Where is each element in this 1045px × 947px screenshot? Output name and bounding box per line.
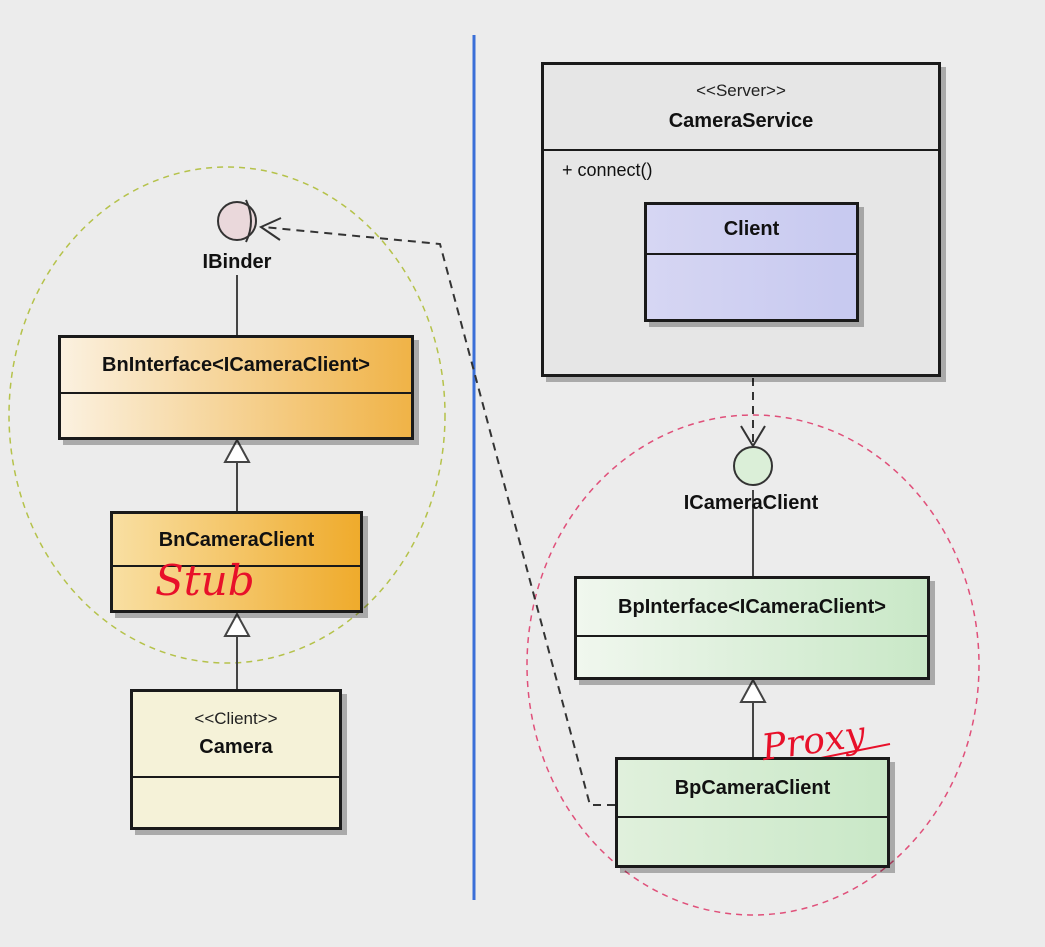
ibinder-socket-icon [245,199,252,243]
class-name: BpCameraClient [674,777,831,799]
class-bncameraclient[interactable]: BnCameraClient [110,511,363,613]
class-header: BpInterface<ICameraClient> [577,579,927,637]
ibinder-label: IBinder [202,251,272,273]
class-cameraservice[interactable]: <<Server>> CameraService + connect() [541,62,941,377]
generalization-arrow-3 [739,677,767,703]
stub-group-outline [8,166,446,664]
icameraclient-label: ICameraClient [683,492,819,514]
class-name: BnInterface<ICameraClient> [102,354,370,376]
class-name: BnCameraClient [158,528,315,551]
class-header: BnInterface<ICameraClient> [61,338,411,394]
dependency-arrowhead-proxy [258,217,282,241]
stub-annotation: Stub [155,556,255,605]
icameraclient-interface-circle [733,446,773,486]
class-client[interactable]: Client [644,202,859,322]
class-name: Camera [199,736,273,758]
class-stereotype: <<Client>> [194,709,278,728]
ibinder-interface-circle [217,201,257,241]
class-camera[interactable]: <<Client>> Camera [130,689,342,830]
generalization-arrow-2 [223,611,251,637]
class-name: BpInterface<ICameraClient> [618,596,886,618]
class-header: Client [647,205,856,255]
class-name: CameraService [668,110,814,132]
class-bninterface[interactable]: BnInterface<ICameraClient> [58,335,414,440]
class-name: Client [723,218,780,240]
class-header: BnCameraClient [113,514,360,567]
generalization-arrow-1 [223,437,251,463]
class-bpcameraclient[interactable]: BpCameraClient [615,757,890,868]
dependency-line-proxy [262,226,615,806]
class-header: <<Client>> Camera [133,692,339,778]
class-header: BpCameraClient [618,760,887,818]
proxy-group-outline [526,414,980,916]
class-bpinterface[interactable]: BpInterface<ICameraClient> [574,576,930,680]
operation-connect: + connect() [562,160,653,180]
class-stereotype: <<Server>> [696,81,786,100]
class-header: <<Server>> CameraService [544,65,938,151]
